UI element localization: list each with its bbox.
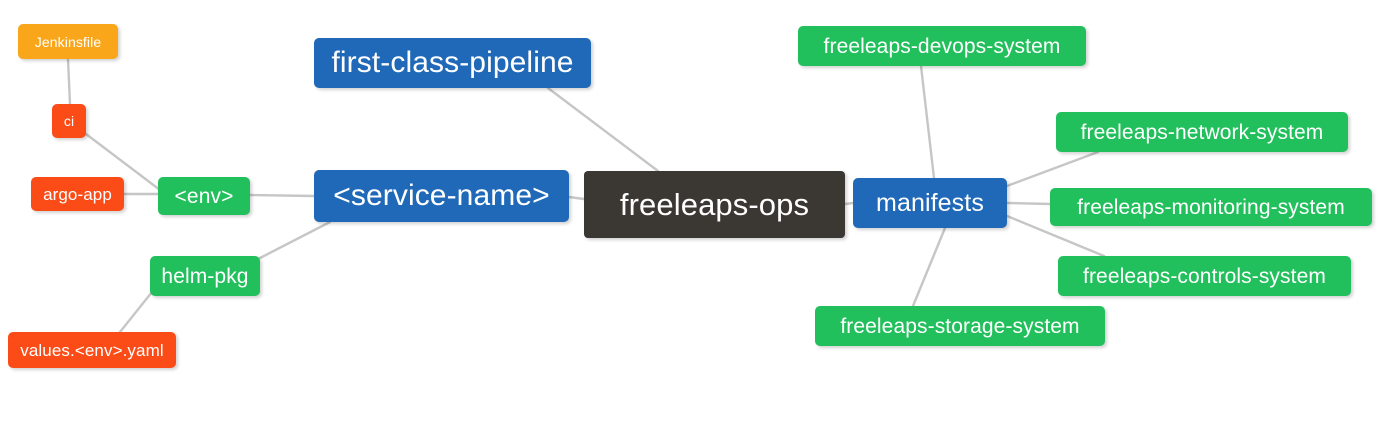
mindmap-node-manifests[interactable]: manifests bbox=[853, 178, 1007, 228]
mindmap-node-service-name[interactable]: <service-name> bbox=[314, 170, 569, 222]
edge-manifests-to-devops bbox=[919, 64, 936, 180]
mindmap-node-ci[interactable]: ci bbox=[52, 104, 86, 138]
mindmap-node-pipeline[interactable]: first-class-pipeline bbox=[314, 38, 591, 88]
mindmap-node-controls[interactable]: freeleaps-controls-system bbox=[1058, 256, 1351, 296]
edge-jenkinsfile-to-ci bbox=[66, 57, 72, 106]
mindmap-node-network[interactable]: freeleaps-network-system bbox=[1056, 112, 1348, 152]
mindmap-node-jenkinsfile[interactable]: Jenkinsfile bbox=[18, 24, 118, 59]
mindmap-node-argo-app[interactable]: argo-app bbox=[31, 177, 124, 211]
edge-env-to-service-name bbox=[248, 193, 316, 198]
mindmap-node-values-yaml[interactable]: values.<env>.yaml bbox=[8, 332, 176, 368]
edge-manifests-to-storage bbox=[911, 226, 947, 308]
edge-helm-pkg-to-values-yaml bbox=[118, 290, 154, 334]
edge-service-name-to-root bbox=[567, 195, 586, 201]
edge-pipeline-to-root bbox=[546, 86, 660, 173]
edge-manifests-to-network bbox=[1005, 150, 1100, 188]
mindmap-node-env[interactable]: <env> bbox=[158, 177, 250, 215]
mindmap-node-helm-pkg[interactable]: helm-pkg bbox=[150, 256, 260, 296]
mindmap-node-storage[interactable]: freeleaps-storage-system bbox=[815, 306, 1105, 346]
mindmap-node-monitoring[interactable]: freeleaps-monitoring-system bbox=[1050, 188, 1372, 226]
edge-service-name-to-helm-pkg bbox=[258, 220, 332, 260]
edge-root-to-manifests bbox=[843, 201, 855, 206]
mindmap-node-root[interactable]: freeleaps-ops bbox=[584, 171, 845, 238]
mindmap-node-devops[interactable]: freeleaps-devops-system bbox=[798, 26, 1086, 66]
edge-manifests-to-monitoring bbox=[1005, 201, 1052, 206]
